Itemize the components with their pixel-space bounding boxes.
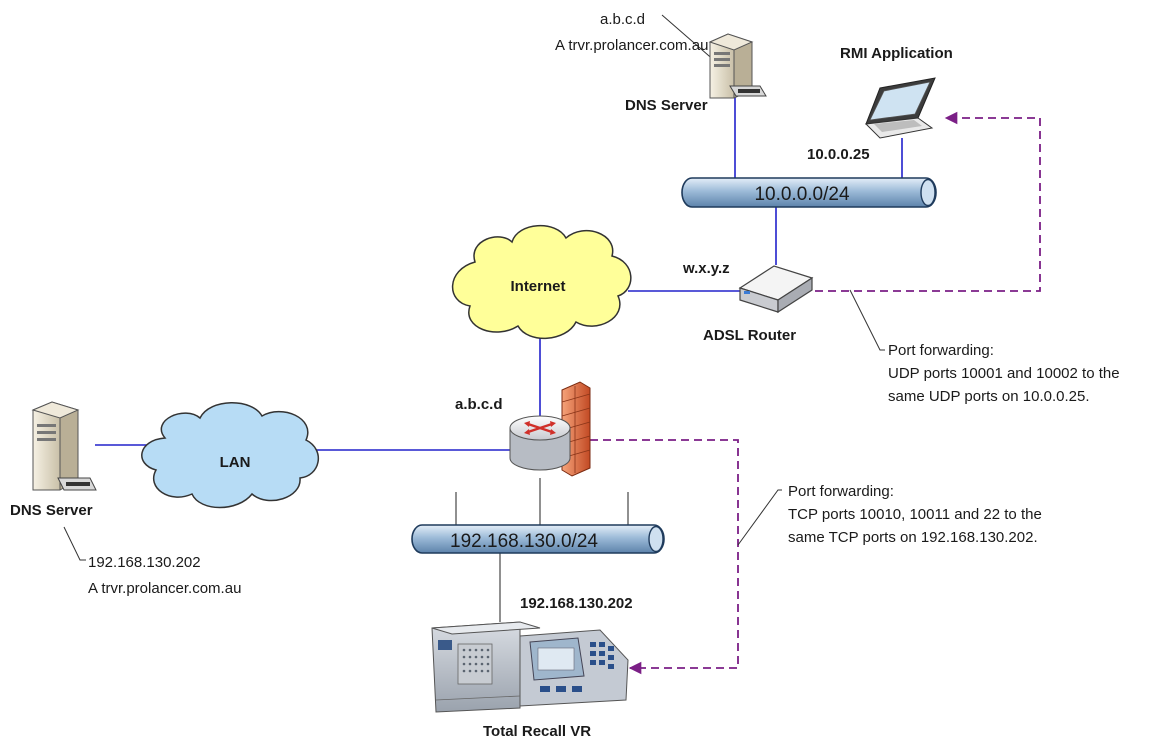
labels: a.b.c.d A trvr.prolancer.com.au DNS Serv… <box>10 11 1120 740</box>
adsl-router-label: ADSL Router <box>703 327 796 344</box>
top-dns-record-ip: a.b.c.d <box>600 11 645 28</box>
port-forward-paths <box>590 111 1041 675</box>
callout-router-line2: UDP ports 10001 and 10002 to the <box>888 365 1120 382</box>
bottom-subnet-bus: 192.168.130.0/24 <box>411 524 665 554</box>
recorder-label: Total Recall VR <box>483 723 591 740</box>
network-links <box>95 95 903 451</box>
left-dns-server-icon <box>31 401 97 491</box>
callout-router-line1: Port forwarding: <box>888 342 994 359</box>
leader-left-dns <box>63 526 86 561</box>
recorder-ip-label: 192.168.130.202 <box>520 595 633 612</box>
laptop-icon <box>864 77 936 139</box>
top-subnet-bus: 10.0.0.0/24 <box>681 177 937 208</box>
internet-cloud: Internet <box>451 224 632 339</box>
top-subnet-label: 10.0.0.0/24 <box>754 184 850 205</box>
internet-label: Internet <box>510 278 565 295</box>
left-dns-record-ip: 192.168.130.202 <box>88 554 201 571</box>
rmi-application-label: RMI Application <box>840 45 953 62</box>
lan-cloud: LAN <box>141 402 320 509</box>
callout-router-line3: same UDP ports on 10.0.0.25. <box>888 388 1090 405</box>
callout-firewall-line1: Port forwarding: <box>788 483 894 500</box>
leader-lines <box>63 14 885 561</box>
top-dns-label: DNS Server <box>625 97 708 114</box>
router-wan-ip-label: w.x.y.z <box>682 260 730 277</box>
callout-firewall-line2: TCP ports 10010, 10011 and 22 to the <box>788 506 1042 523</box>
forward-path-udp <box>815 111 1041 292</box>
adsl-router-icon <box>738 265 814 314</box>
forward-path-tcp <box>590 439 739 675</box>
leader-top-dns <box>661 14 717 63</box>
leader-firewall-callout <box>737 489 782 546</box>
local-links <box>455 478 629 622</box>
lan-label: LAN <box>220 454 251 471</box>
callout-firewall-line3: same TCP ports on 192.168.130.202. <box>788 529 1038 546</box>
recorder-icon <box>431 621 629 713</box>
leader-router-callout <box>849 289 885 351</box>
router-firewall-icon <box>509 381 591 477</box>
bottom-subnet-label: 192.168.130.0/24 <box>450 531 598 552</box>
left-dns-label: DNS Server <box>10 502 93 519</box>
firewall-ip-label: a.b.c.d <box>455 396 503 413</box>
top-dns-server-icon <box>708 33 767 99</box>
left-dns-record-a: A trvr.prolancer.com.au <box>88 580 241 597</box>
rmi-ip-label: 10.0.0.25 <box>807 146 870 163</box>
top-dns-record-a: A trvr.prolancer.com.au <box>555 37 708 54</box>
